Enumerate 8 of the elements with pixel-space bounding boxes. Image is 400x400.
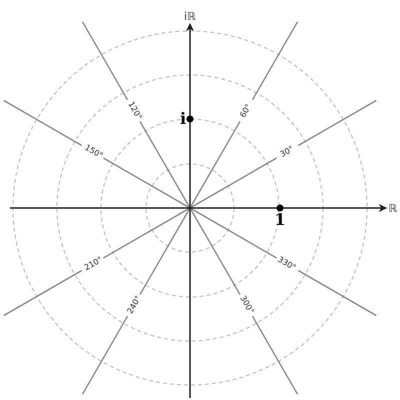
point-label: 1 [274,212,286,228]
angle-label: 330° [276,256,298,272]
angle-label: 60° [239,102,254,120]
axis-label: ℝ [388,202,398,214]
angle-label: 150° [82,144,104,160]
axis-label: iℝ [184,10,196,22]
point-label: i [180,111,186,127]
angle-label: 30° [278,145,296,159]
